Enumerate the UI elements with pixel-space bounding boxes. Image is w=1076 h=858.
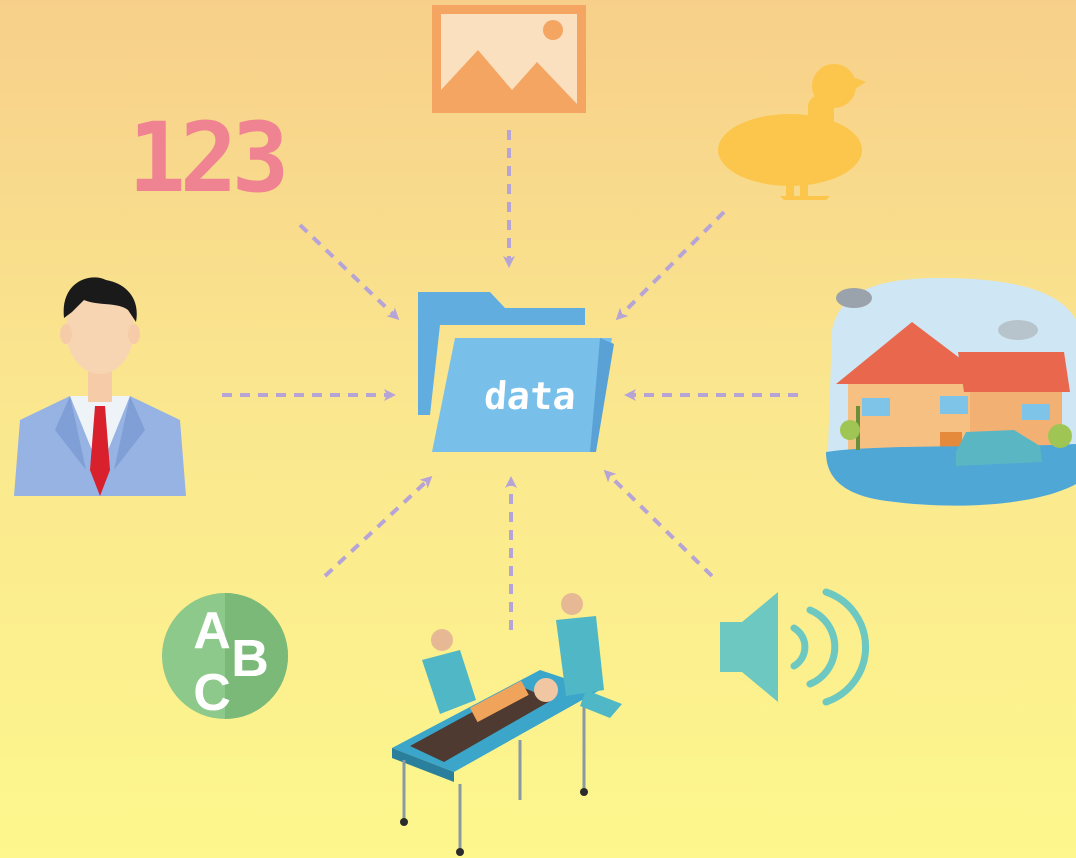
abc-letters-icon: A B C — [162, 593, 288, 722]
arrow-from-numbers — [298, 223, 400, 321]
flooded-house-icon — [826, 278, 1076, 506]
duck-icon — [718, 64, 866, 200]
arrow-from-text — [323, 475, 433, 578]
arrows — [222, 130, 798, 630]
businessman-icon — [14, 277, 186, 496]
stretcher-patient-icon — [392, 593, 622, 856]
folder-label: data — [482, 374, 578, 418]
abc-letter-a: A — [193, 602, 231, 660]
speaker-sound-icon — [720, 588, 870, 706]
folder-icon — [418, 292, 614, 452]
arrow-from-audio — [603, 469, 714, 578]
image-icon — [432, 5, 586, 113]
abc-letter-c: C — [193, 664, 231, 722]
abc-letter-b: B — [231, 630, 269, 688]
arrow-from-animal — [615, 210, 726, 321]
numbers-label: 123 — [128, 102, 289, 214]
